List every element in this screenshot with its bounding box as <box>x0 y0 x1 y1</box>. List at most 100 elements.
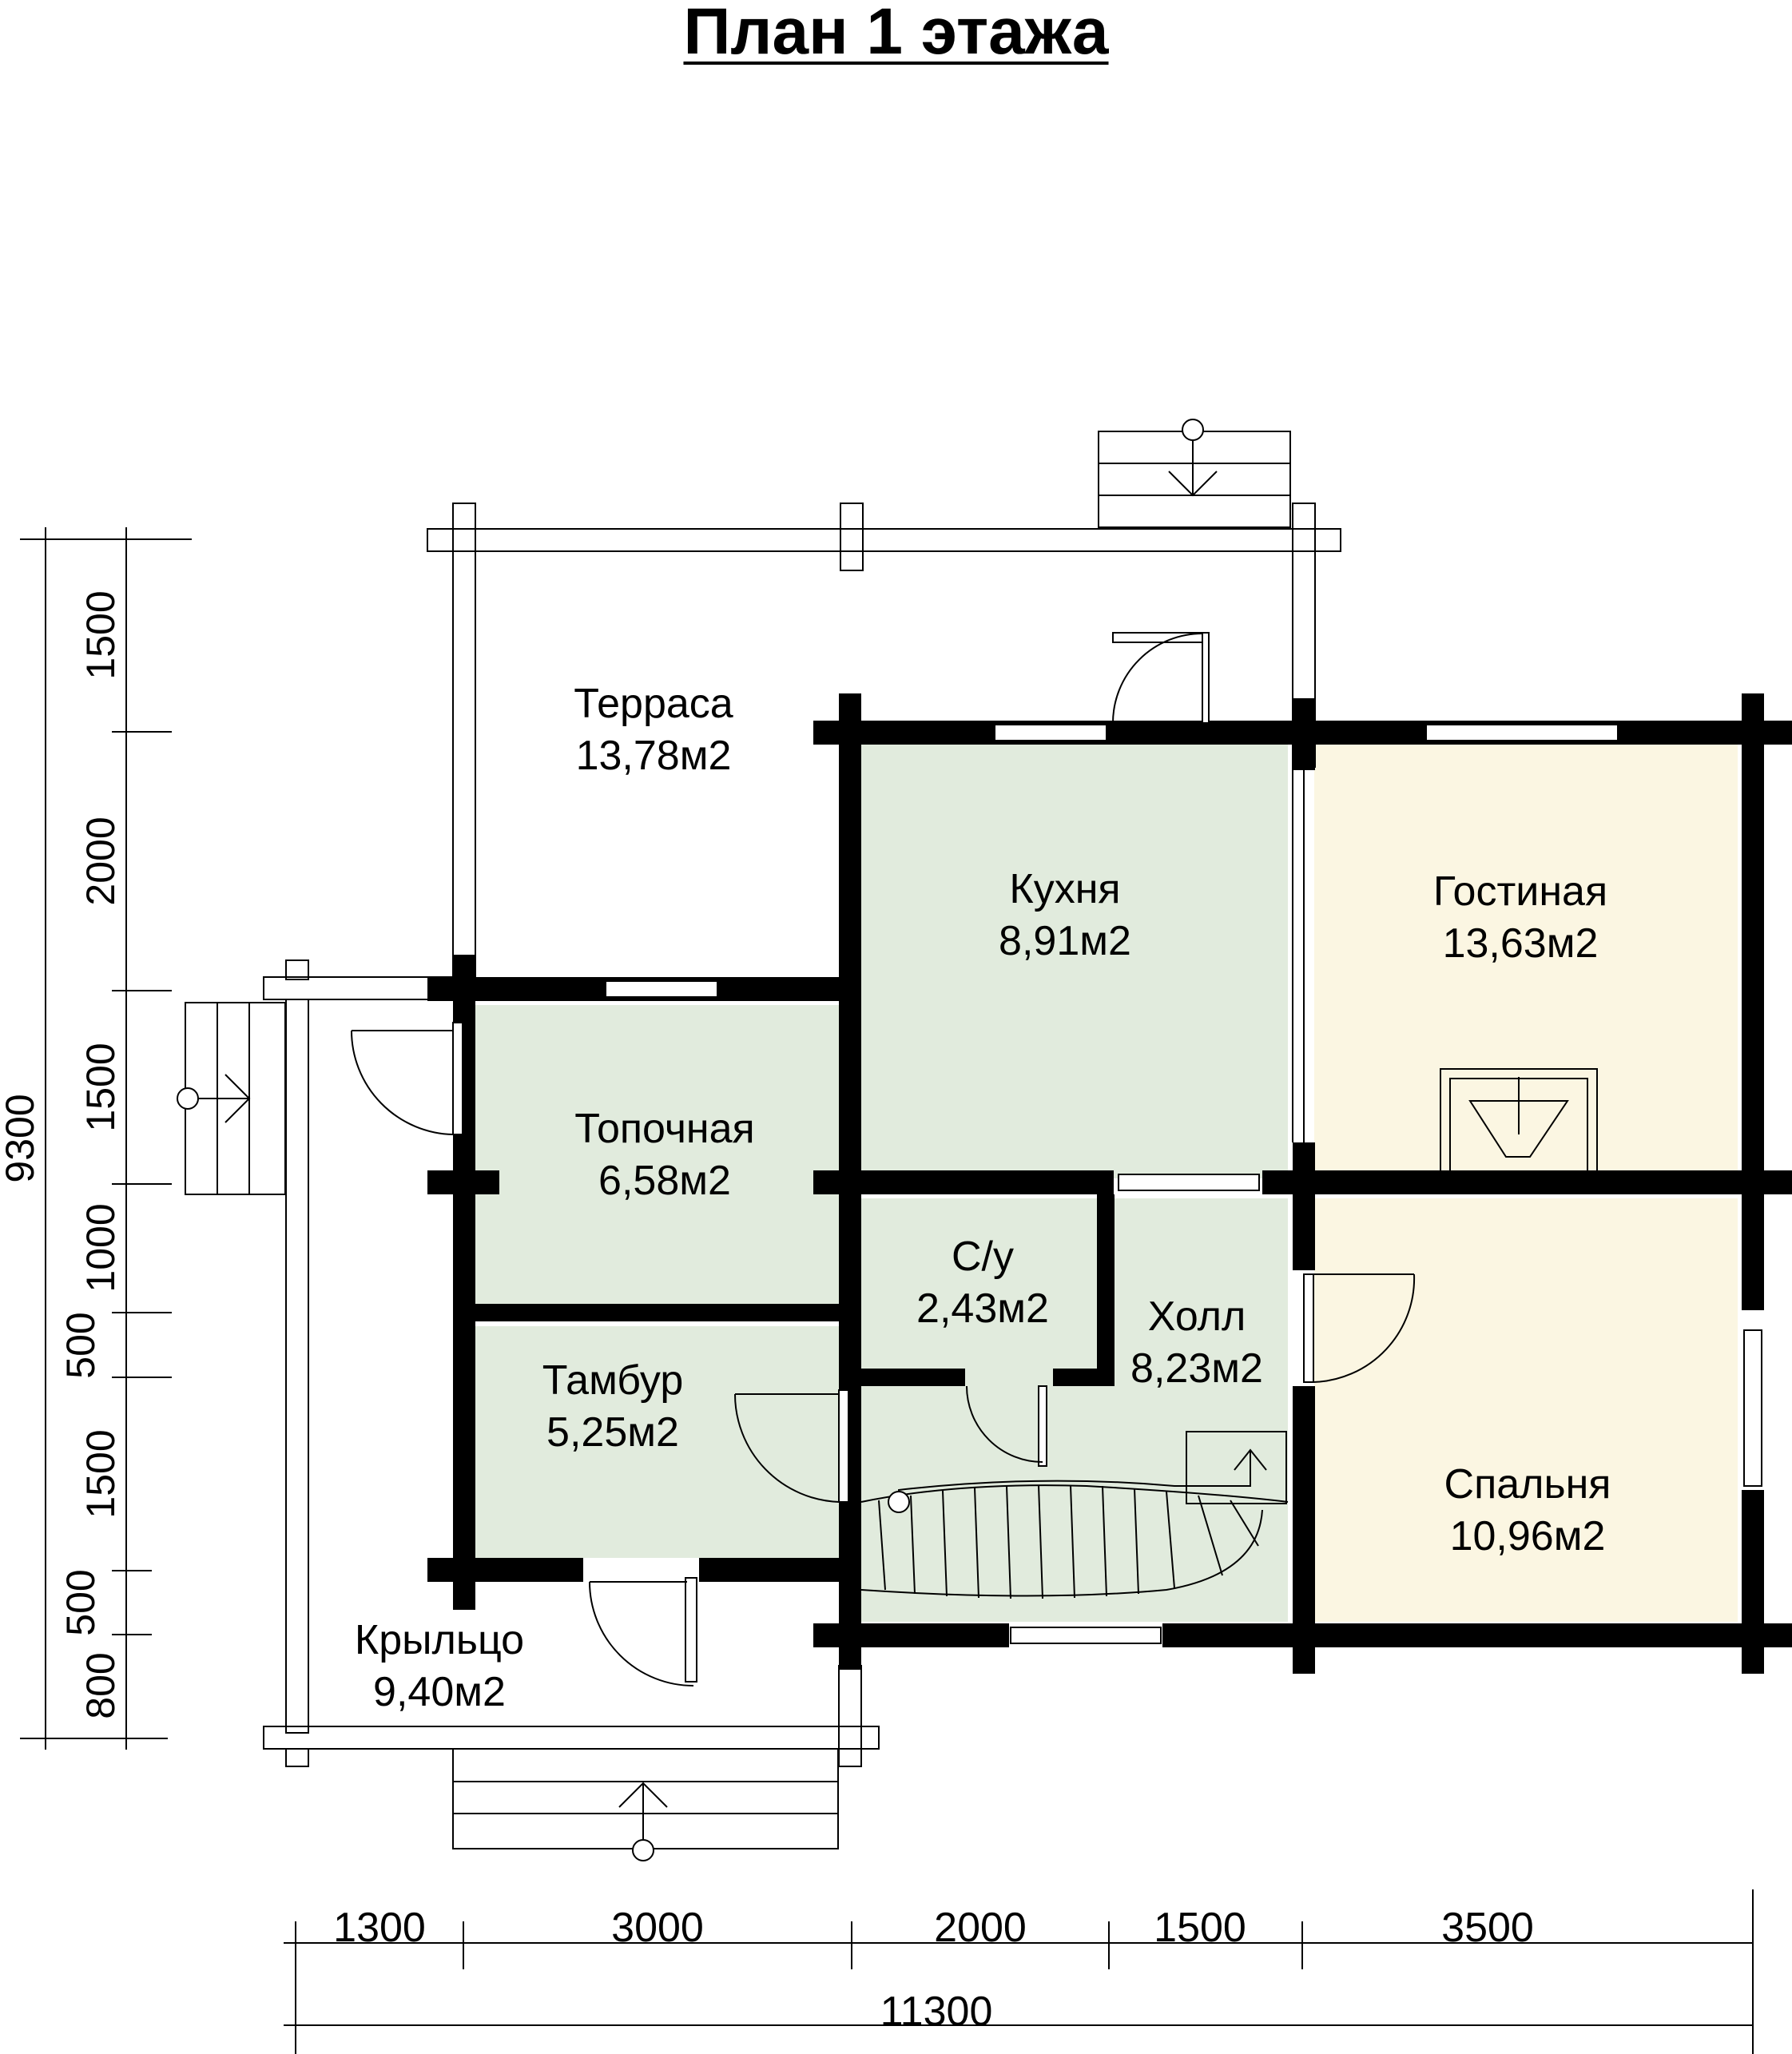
window-furnace-north <box>605 980 718 998</box>
furnace-fill <box>473 1005 839 1309</box>
plan-title: План 1 этажа <box>0 0 1792 96</box>
wall-wc-east <box>1097 1194 1115 1386</box>
terrace-beam-top <box>427 528 1341 552</box>
door-furnace-arc <box>351 1030 454 1135</box>
window-hall-south <box>1010 1627 1162 1644</box>
stair-landing <box>1186 1431 1287 1504</box>
stair-inner-curve <box>860 1509 1263 1597</box>
stair-tread-10 <box>1166 1491 1175 1589</box>
dim-left-2: 2000 <box>78 816 123 905</box>
hall-fill <box>856 1198 1288 1622</box>
dim-left-8: 800 <box>78 1652 123 1718</box>
kitchen-fill <box>856 743 1288 1178</box>
steps-terrace <box>1098 431 1291 528</box>
stair-tread-11 <box>1198 1495 1223 1576</box>
stair-tread-8 <box>1102 1485 1107 1597</box>
steps-porch-bottom-marker <box>632 1839 654 1861</box>
dim-bottom-3: 2000 <box>934 1905 1027 1951</box>
terrace-area: 13,78м2 <box>576 733 732 779</box>
corner-top-mid <box>1293 698 1315 770</box>
wall-south-post <box>839 1598 861 1670</box>
dim-bottom-4: 1500 <box>1154 1905 1246 1951</box>
terrace-post-mid <box>840 503 864 571</box>
plan-title-text: План 1 этажа <box>683 0 1109 68</box>
kitchen-area: 8,91м2 <box>999 918 1131 964</box>
steps-terrace-marker <box>1182 419 1204 441</box>
terrace-name: Терраса <box>574 681 733 727</box>
wall-mid-horizontal-left <box>813 1170 1114 1194</box>
bottom-dimension-labels: 1300 3000 2000 1500 3500 11300 <box>333 1905 1534 2035</box>
stair-outer-curve <box>860 1484 1289 1503</box>
stair-tread-3 <box>942 1490 948 1597</box>
door-wc-arc <box>966 1385 1043 1463</box>
door-bedroom-jamb <box>1303 1273 1314 1383</box>
dim-left-6: 1500 <box>78 1429 123 1518</box>
wall-vestibule-south-b <box>699 1558 839 1582</box>
dim-left-3: 1500 <box>78 1043 123 1131</box>
fireplace <box>1440 1068 1598 1172</box>
wall-vestibule-south-a <box>427 1558 583 1582</box>
door-entry-jamb <box>685 1577 697 1683</box>
dim-bottom-5: 3500 <box>1441 1905 1534 1951</box>
left-dimension-labels: 1500 2000 1500 1000 500 1500 500 800 930… <box>0 590 123 1718</box>
stair-tread-6 <box>1038 1484 1043 1599</box>
wall-central-upper <box>1293 1142 1315 1270</box>
window-living-north <box>1425 724 1619 741</box>
wc-name: С/у <box>952 1234 1014 1280</box>
wall-furnace-vestibule <box>473 1304 839 1321</box>
window-bedroom-east <box>1743 1329 1762 1487</box>
furnace-name: Топочная <box>574 1106 754 1152</box>
wall-east-upper <box>1742 743 1764 1310</box>
stair-tread-1 <box>878 1500 886 1591</box>
porch-top-beam <box>263 976 456 1000</box>
wall-wc-south-b <box>1053 1369 1115 1386</box>
steps-porch-bottom <box>452 1748 839 1849</box>
terrace-post-left <box>452 503 476 991</box>
porch-area: 9,40м2 <box>373 1669 506 1715</box>
left-dimensions <box>20 527 192 1750</box>
furnace-area: 6,58м2 <box>598 1158 731 1204</box>
stub-furnace-west <box>427 1170 499 1194</box>
vestibule-name: Тамбур <box>542 1357 684 1404</box>
room-labels: Терраса 13,78м2 Кухня 8,91м2 Гостиная 13… <box>355 681 1611 1715</box>
hall-area: 8,23м2 <box>1130 1345 1263 1392</box>
dim-left-7: 500 <box>58 1569 103 1635</box>
bedroom-area: 10,96м2 <box>1450 1513 1606 1559</box>
stair-tread-12 <box>1230 1500 1259 1547</box>
door-entry-arc <box>589 1581 694 1687</box>
wc-area: 2,43м2 <box>916 1285 1049 1332</box>
wall-south-b <box>1162 1623 1792 1647</box>
window-kitchen-north <box>994 724 1107 741</box>
stair-start-marker <box>888 1491 910 1513</box>
stair-arrow <box>898 1448 1267 1502</box>
doors <box>351 632 1416 1687</box>
dim-bottom-1: 1300 <box>333 1905 426 1951</box>
dim-bottom-total: 11300 <box>880 1988 993 2035</box>
door-furnace-jamb <box>452 1022 463 1135</box>
exterior-steps <box>177 419 1291 1861</box>
dim-left-5: 500 <box>58 1312 103 1378</box>
wall-wc-south-a <box>861 1369 965 1386</box>
dim-left-4: 1000 <box>78 1203 123 1292</box>
room-fills <box>473 743 1738 1622</box>
living-name: Гостиная <box>1433 868 1607 915</box>
door-hall-jamb <box>838 1389 849 1503</box>
steps-porch-bottom-arrow-head <box>618 1782 668 1808</box>
stair-tread-7 <box>1070 1484 1075 1599</box>
bedroom-fill <box>1314 1198 1738 1622</box>
kitchen-name: Кухня <box>1009 866 1120 912</box>
vestibule-fill <box>473 1326 839 1558</box>
steps-porch-left-arrow-head <box>224 1074 251 1123</box>
fireplace-hood <box>1468 1100 1569 1158</box>
door-kitchen-jamb <box>1202 632 1210 724</box>
porch-right-post <box>838 1665 862 1767</box>
steps-porch-left-marker <box>177 1087 199 1110</box>
hall-stair <box>860 1431 1289 1599</box>
porch-post-top <box>285 959 309 980</box>
door-kitchen-arc <box>1112 633 1203 724</box>
steps-terrace-arrow-head <box>1168 471 1218 497</box>
wall-mid-horizontal-right <box>1262 1170 1792 1194</box>
door-wc-jamb <box>1038 1385 1047 1467</box>
porch-bottom-beam <box>263 1726 880 1750</box>
